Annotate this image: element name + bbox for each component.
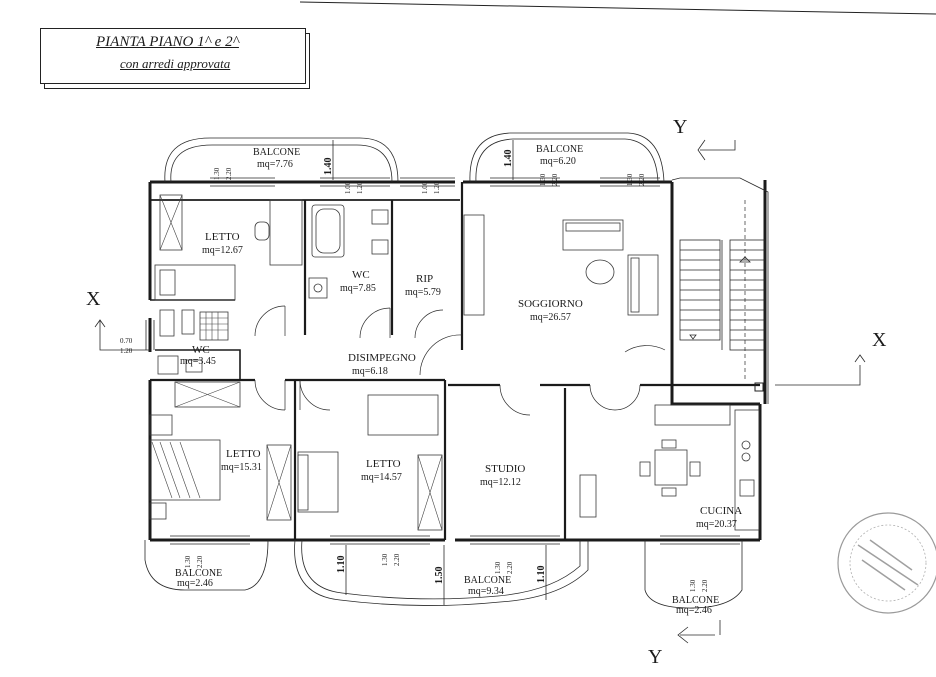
window-head-9: 2.20 — [701, 579, 709, 592]
window-sill-6: 1.30 — [184, 555, 192, 568]
room-name-letto-nw: LETTO — [205, 231, 240, 243]
room-name-letto-sw: LETTO — [226, 448, 261, 460]
room-area-wc: mq=7.85 — [340, 283, 376, 294]
depth-north-right: 1.40 — [503, 150, 514, 168]
section-y-bottom: Y — [648, 646, 662, 668]
window-dims: 1.30 2.20 1.00 1.20 1.00 1.20 1.30 2.20 … — [120, 167, 709, 592]
balcony-area-se: mq=2.46 — [676, 605, 712, 616]
section-y-top: Y — [673, 116, 687, 138]
windows — [145, 177, 740, 545]
approval-stamp — [837, 512, 936, 614]
room-area-wc-small: mq=3.45 — [180, 356, 216, 367]
balcony-name-se: BALCONE — [672, 595, 719, 606]
window-sill-3: 1.00 — [421, 181, 429, 194]
room-name-wc-small: WC — [192, 344, 210, 356]
window-wc-small-head: 1.20 — [120, 347, 133, 355]
window-head-5: 2.20 — [638, 173, 646, 186]
window-sill-1: 1.30 — [213, 167, 221, 180]
room-area-cucina: mq=20.37 — [696, 519, 737, 530]
window-sill-5: 1.30 — [626, 173, 634, 186]
room-name-soggiorno: SOGGIORNO — [518, 298, 583, 310]
window-head-2: 1.20 — [356, 181, 364, 194]
title-frame — [40, 28, 306, 84]
room-area-letto-s: mq=14.57 — [361, 472, 402, 483]
depth-south-b: 1.50 — [434, 567, 445, 585]
window-head-4: 2.20 — [551, 173, 559, 186]
staircase — [679, 200, 766, 392]
balcony-name-nw: BALCONE — [253, 147, 300, 158]
furniture-wc — [308, 204, 389, 299]
room-name-letto-s: LETTO — [366, 458, 401, 470]
balcony-depth-dims: 1.40 1.40 1.10 1.50 1.10 — [323, 140, 547, 605]
furniture-letto-s — [297, 394, 443, 531]
title-block: PIANTA PIANO 1^ e 2^ con arredi approvat… — [40, 28, 308, 88]
room-area-studio: mq=12.12 — [480, 477, 521, 488]
plan-title: PIANTA PIANO 1^ e 2^ — [96, 34, 239, 50]
section-x-left: X — [86, 288, 101, 310]
section-x-right: X — [872, 329, 887, 351]
interior-walls — [150, 182, 760, 540]
plan-subtitle: con arredi approvata — [120, 56, 231, 71]
window-sill-2: 1.00 — [344, 181, 352, 194]
balcony-area-ne: mq=6.20 — [540, 156, 576, 167]
window-head-3: 1.20 — [433, 181, 441, 194]
balcony-name-sw: BALCONE — [175, 568, 222, 579]
room-name-rip: RIP — [416, 273, 433, 285]
depth-north-left: 1.40 — [323, 158, 334, 176]
depth-south-a: 1.10 — [336, 556, 347, 574]
balcony-area-sw: mq=2.46 — [177, 578, 213, 589]
room-area-disimpegno: mq=6.18 — [352, 366, 388, 377]
window-sill-9: 1.30 — [689, 579, 697, 592]
room-area-letto-sw: mq=15.31 — [221, 462, 262, 473]
window-head-8: 2.20 — [506, 561, 514, 574]
section-markers: X X Y Y — [86, 116, 887, 668]
balcony-area-nw: mq=7.76 — [257, 159, 293, 170]
furniture-cucina — [579, 404, 760, 531]
doors — [254, 305, 666, 416]
room-name-disimpegno: DISIMPEGNO — [348, 352, 416, 364]
window-head-7: 2.20 — [393, 553, 401, 566]
balcony-labels: BALCONE mq=7.76 BALCONE mq=6.20 BALCONE … — [175, 144, 719, 616]
room-name-studio: STUDIO — [485, 463, 525, 475]
room-name-wc: WC — [352, 269, 370, 281]
balcony-area-s: mq=9.34 — [468, 586, 504, 597]
room-area-letto-nw: mq=12.67 — [202, 245, 243, 256]
balcony-name-s: BALCONE — [464, 575, 511, 586]
furniture-letto-nw — [154, 194, 303, 301]
window-head-1: 2.20 — [225, 167, 233, 180]
room-area-soggiorno: mq=26.57 — [530, 312, 571, 323]
window-wc-small-sill: 0.70 — [120, 337, 133, 345]
window-sill-8: 1.30 — [494, 561, 502, 574]
balcony-name-ne: BALCONE — [536, 144, 583, 155]
room-labels: LETTO mq=12.67 WC mq=7.85 RIP mq=5.79 SO… — [180, 231, 742, 530]
room-area-rip: mq=5.79 — [405, 287, 441, 298]
window-sill-7: 1.30 — [381, 553, 389, 566]
window-head-6: 2.20 — [196, 555, 204, 568]
furniture-wc-small — [157, 309, 229, 375]
furniture-letto-sw — [149, 381, 292, 521]
exterior-walls — [148, 177, 769, 542]
balconies-outline — [144, 132, 743, 609]
room-name-cucina: CUCINA — [700, 505, 742, 517]
window-sill-4: 1.30 — [539, 173, 547, 186]
furniture-soggiorno — [463, 214, 659, 316]
depth-south-c: 1.10 — [536, 566, 547, 584]
